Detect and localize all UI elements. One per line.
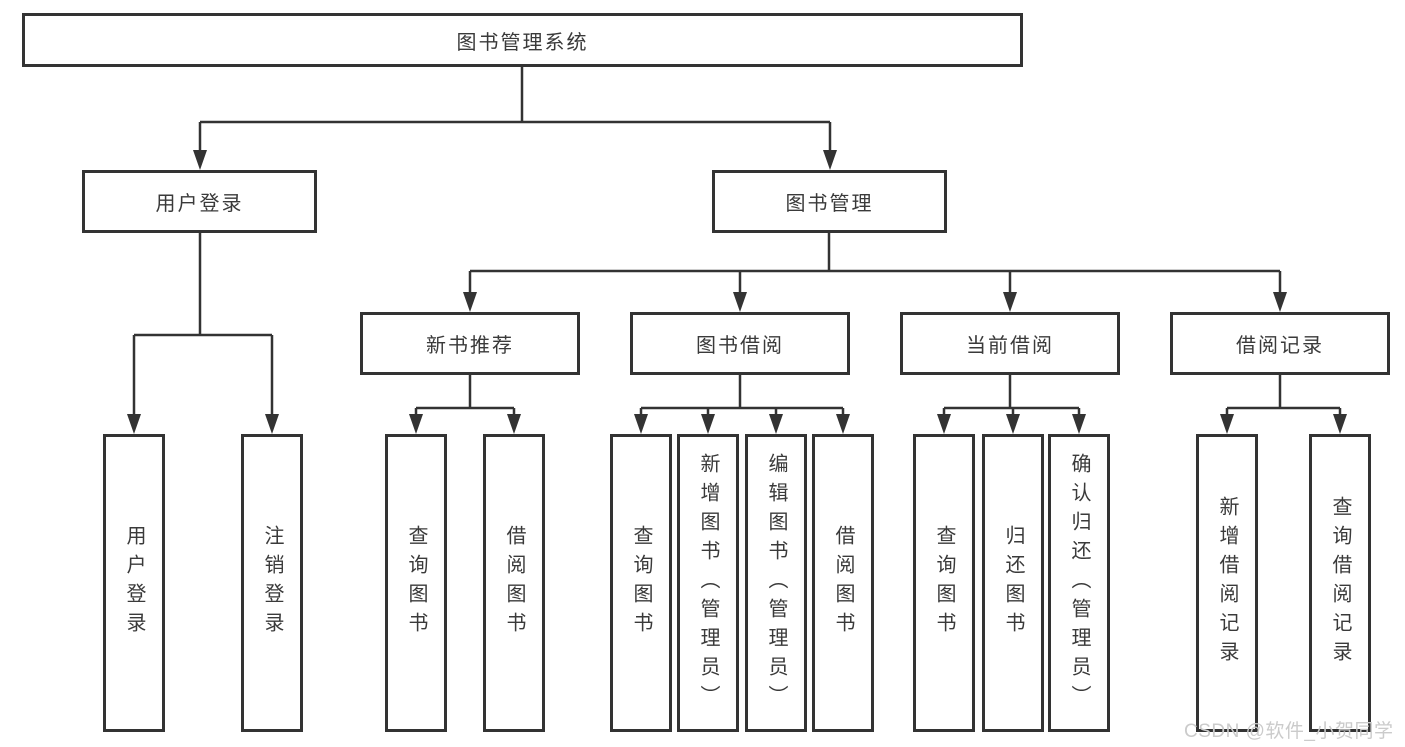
node-book-borrow-label: 图书借阅	[696, 335, 784, 357]
leaf-borrow-edit-books-admin: 编辑图书（管理员）	[745, 434, 807, 732]
leaf-current-return-books: 归还图书	[982, 434, 1044, 732]
node-user-login-label: 用户登录	[155, 193, 244, 215]
node-book-borrow: 图书借阅	[630, 312, 850, 375]
node-new-book-recommend-label: 新书推荐	[426, 335, 514, 357]
node-borrow-record-label: 借阅记录	[1236, 335, 1324, 357]
leaf-borrow-query-books: 查询图书	[610, 434, 672, 732]
leaf-user-login: 用户登录	[103, 434, 165, 732]
node-current-borrow-label: 当前借阅	[966, 335, 1054, 357]
leaf-borrow-borrow-books: 借阅图书	[812, 434, 874, 732]
leaf-current-query-books: 查询图书	[913, 434, 975, 732]
node-root: 图书管理系统	[22, 13, 1023, 67]
leaf-current-confirm-return-admin-label: 确认归还（管理员）	[1068, 452, 1090, 714]
leaf-borrow-borrow-books-label: 借阅图书	[832, 525, 854, 641]
leaf-newbook-query-books: 查询图书	[385, 434, 447, 732]
leaf-newbook-query-books-label: 查询图书	[405, 525, 427, 641]
node-user-login: 用户登录	[82, 170, 317, 233]
leaf-current-confirm-return-admin: 确认归还（管理员）	[1048, 434, 1110, 732]
leaf-newbook-borrow-books: 借阅图书	[483, 434, 545, 732]
leaf-user-login-label: 用户登录	[123, 525, 145, 641]
csdn-watermark: CSDN @软件_小贺同学	[1184, 721, 1394, 742]
leaf-logout: 注销登录	[241, 434, 303, 732]
leaf-current-return-books-label: 归还图书	[1002, 525, 1024, 641]
leaf-borrow-add-books-admin: 新增图书（管理员）	[677, 434, 739, 732]
node-book-management-label: 图书管理	[785, 193, 874, 215]
node-root-label: 图书管理系统	[456, 31, 589, 54]
leaf-logout-label: 注销登录	[261, 525, 283, 641]
leaf-current-query-books-label: 查询图书	[933, 525, 955, 641]
leaf-record-add-borrow-record-label: 新增借阅记录	[1216, 496, 1238, 670]
leaf-borrow-query-books-label: 查询图书	[630, 525, 652, 641]
leaf-record-add-borrow-record: 新增借阅记录	[1196, 434, 1258, 732]
node-book-management: 图书管理	[712, 170, 947, 233]
node-borrow-record: 借阅记录	[1170, 312, 1390, 375]
leaf-record-query-borrow-record: 查询借阅记录	[1309, 434, 1371, 732]
leaf-borrow-edit-books-admin-label: 编辑图书（管理员）	[765, 452, 787, 714]
node-current-borrow: 当前借阅	[900, 312, 1120, 375]
leaf-newbook-borrow-books-label: 借阅图书	[503, 525, 525, 641]
node-new-book-recommend: 新书推荐	[360, 312, 580, 375]
arrowheads	[127, 150, 1347, 434]
leaf-record-query-borrow-record-label: 查询借阅记录	[1329, 496, 1351, 670]
leaf-borrow-add-books-admin-label: 新增图书（管理员）	[697, 452, 719, 714]
